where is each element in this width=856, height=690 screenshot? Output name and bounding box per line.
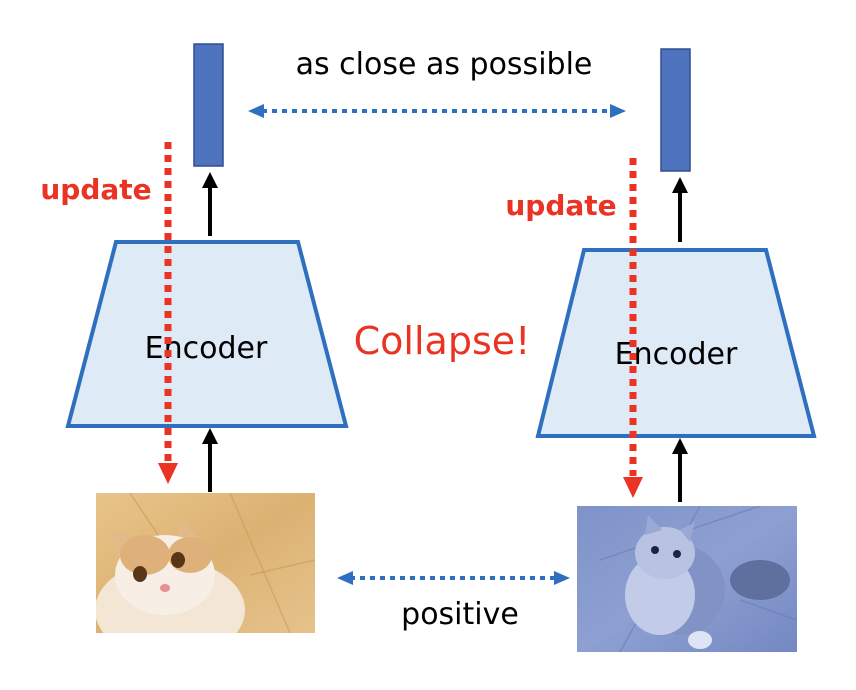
right-embedding-vector <box>660 48 691 172</box>
top-similarity-arrow <box>248 104 626 118</box>
left-update-label: update <box>40 173 151 206</box>
right-cat-image <box>577 506 797 652</box>
left-update-arrow <box>158 142 178 484</box>
left-embedding-vector <box>193 43 224 167</box>
left-cat-image <box>96 493 315 633</box>
positive-pair-arrow <box>337 571 570 585</box>
positive-label: positive <box>401 597 519 632</box>
top-relation-label: as close as possible <box>296 47 593 82</box>
collapse-label: Collapse! <box>354 319 531 363</box>
right-update-label: update <box>505 189 616 222</box>
left-encoder-block <box>65 240 349 428</box>
right-update-arrow <box>623 158 643 498</box>
left-encoder-label: Encoder <box>145 331 268 366</box>
right-encoder-block <box>535 248 817 438</box>
